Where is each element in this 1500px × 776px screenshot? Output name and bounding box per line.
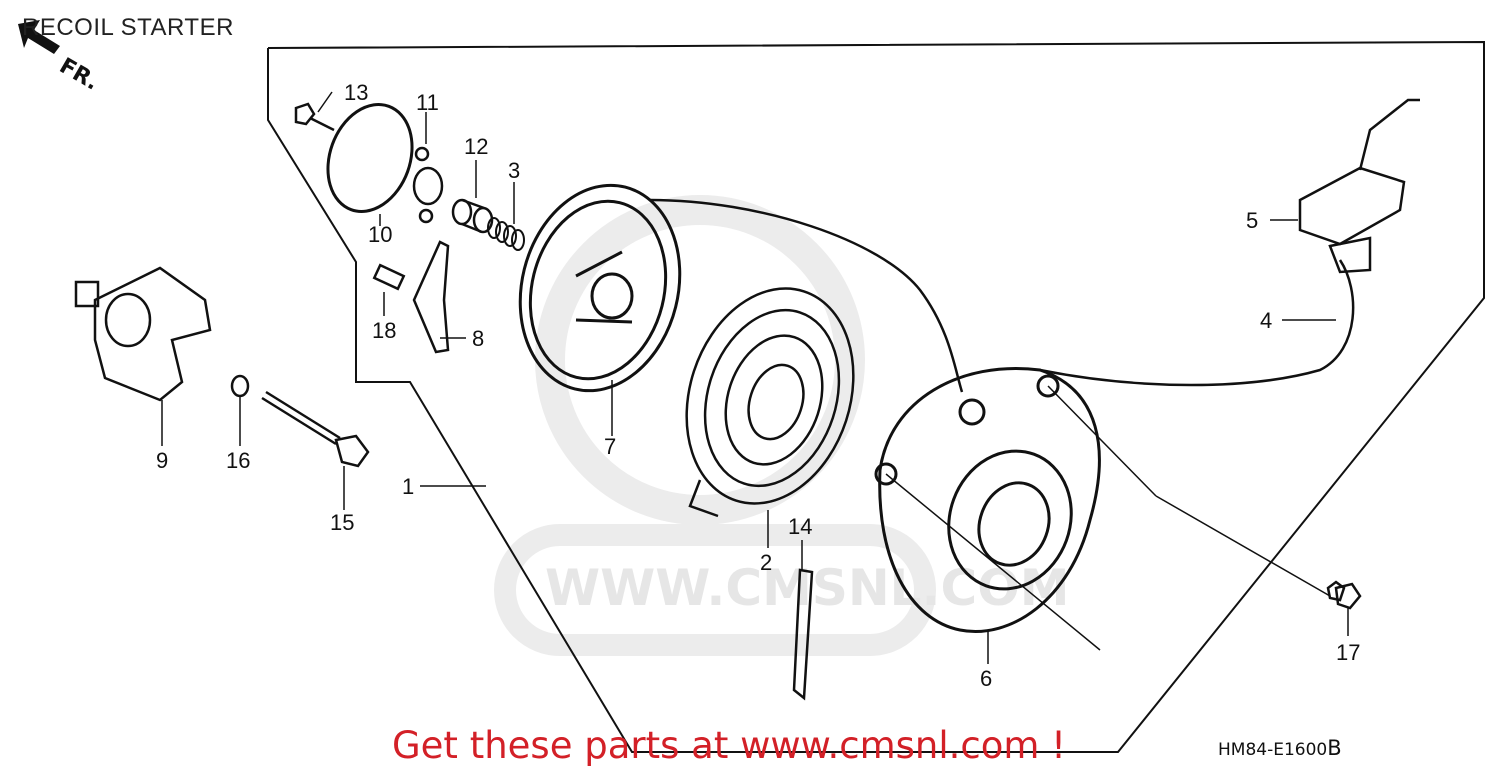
part-11-drawing [412,146,444,224]
watermark-text: WWW.CMSNL.COM [545,559,1070,617]
part-7-drawing [518,183,682,393]
part-13-drawing [294,102,335,132]
direction-label: FR. [55,54,103,96]
diagram-code: HM84-E1600B [1218,736,1342,760]
callout-16: 16 [226,448,250,473]
part-3-drawing [487,217,525,251]
part-16-drawing [230,374,250,398]
callout-10: 10 [368,222,392,247]
part-15-drawing [261,390,370,468]
part-8-drawing [412,240,450,354]
part-17-drawing [1326,580,1362,610]
callout-13: 13 [344,80,368,105]
diagram-code-main: HM84-E1600 [1218,740,1328,760]
part-12-drawing [451,198,494,234]
callout-1: 1 [402,474,414,499]
callout-18: 18 [372,318,396,343]
callout-8: 8 [472,326,484,351]
assembly-outline [267,40,1485,753]
callout-17: 17 [1336,640,1360,665]
part-18-drawing [372,263,406,291]
callout-2: 2 [760,550,772,575]
callout-15: 15 [330,510,354,535]
callouts: 13 11 12 3 10 5 4 18 8 7 9 16 1 15 14 2 … [156,80,1360,691]
part-4-drawing [1039,259,1355,387]
part-2-drawing [685,287,855,518]
watermark: WWW.CMSNL.COM [494,195,1070,656]
callout-4: 4 [1260,308,1272,333]
leader-lines [161,91,1349,664]
starter-rope [649,198,964,393]
part-5-drawing [1298,98,1420,274]
callout-7: 7 [604,434,616,459]
callout-12: 12 [464,134,488,159]
callout-5: 5 [1246,208,1258,233]
part-6-drawing [874,367,1101,633]
callout-3: 3 [508,158,520,183]
diagram-title: RECOIL STARTER [22,14,234,41]
diagram-code-suffix: B [1327,736,1342,760]
footer-link-text[interactable]: Get these parts at www.cmsnl.com ! [392,724,1067,767]
part-14-drawing [792,568,814,701]
callout-14: 14 [788,514,812,539]
callout-6: 6 [980,666,992,691]
callout-9: 9 [156,448,168,473]
part-10-drawing [326,103,414,213]
callout-11: 11 [416,90,439,115]
part-9-drawing [74,266,212,402]
